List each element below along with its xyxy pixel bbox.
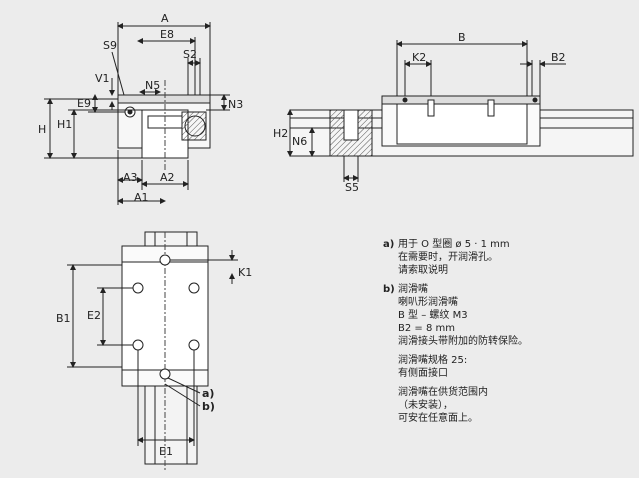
lube-hole <box>159 254 171 266</box>
note-line: B 型 – 螺纹 M3 <box>398 310 468 321</box>
callout-a: a) <box>202 387 214 400</box>
top-view-labels: K1 B1 E2 E1 a) b) <box>56 266 252 458</box>
label-B1: B1 <box>56 312 71 325</box>
hole <box>132 339 144 351</box>
note-extra-1: 润滑嘴规格 25: 有侧面接口 <box>398 354 633 380</box>
label-E8: E8 <box>160 28 174 41</box>
note-line: B2 = 8 mm <box>398 323 455 334</box>
note-a-key: a) <box>383 239 395 250</box>
label-N5: N5 <box>145 79 160 92</box>
note-line: 润滑嘴在供货范围内 <box>398 387 488 398</box>
label-B2: B2 <box>551 51 566 64</box>
label-H: H <box>38 123 46 136</box>
note-line: （未安装）， <box>398 400 453 411</box>
note-b-lines: 润滑嘴 喇叭形润滑嘴 B 型 – 螺纹 M3 B2 = 8 mm 润滑接头带附加… <box>398 283 528 348</box>
label-N6: N6 <box>292 135 307 148</box>
note-line: 可安在任意面上。 <box>398 413 478 424</box>
front-view-labels: A E8 S9 S2 V1 N5 E9 N3 H H1 A3 A2 A1 <box>38 12 243 204</box>
label-N3: N3 <box>228 98 243 111</box>
label-S9: S9 <box>103 39 117 52</box>
note-line: 喇叭形润滑嘴 <box>398 297 458 308</box>
label-B: B <box>458 31 466 44</box>
mounting-holes <box>132 254 200 380</box>
label-A1: A1 <box>134 191 149 204</box>
label-A2: A2 <box>160 171 175 184</box>
note-line: 润滑接头带附加的防转保险。 <box>398 336 528 347</box>
hole <box>188 282 200 294</box>
callout-b: b) <box>202 400 215 413</box>
side-view <box>287 40 634 182</box>
note-line: 请索取说明 <box>398 265 448 276</box>
label-E2: E2 <box>87 309 101 322</box>
label-V1: V1 <box>95 72 110 85</box>
note-line: 润滑嘴规格 25: <box>398 355 468 366</box>
label-H1: H1 <box>57 118 72 131</box>
note-a: a) 用于 O 型圈 ø 5 · 1 mm 在需要时，开润滑孔。 请索取说明 <box>383 238 633 277</box>
label-E9: E9 <box>77 97 91 110</box>
label-S2: S2 <box>183 48 197 61</box>
note-line: 有侧面接口 <box>398 368 448 379</box>
hole <box>132 282 144 294</box>
label-H2: H2 <box>273 127 288 140</box>
front-view <box>44 22 230 205</box>
note-line: 润滑嘴 <box>398 284 428 295</box>
hole <box>188 339 200 351</box>
side-view-labels: B K2 B2 H2 N6 S5 <box>273 31 566 194</box>
notes-panel: a) 用于 O 型圈 ø 5 · 1 mm 在需要时，开润滑孔。 请索取说明 b… <box>383 238 633 431</box>
note-a-lines: 用于 O 型圈 ø 5 · 1 mm 在需要时，开润滑孔。 请索取说明 <box>398 238 510 277</box>
label-S5: S5 <box>345 181 359 194</box>
label-K1: K1 <box>238 266 252 279</box>
note-line: 用于 O 型圈 ø 5 · 1 mm <box>398 239 510 250</box>
label-A3: A3 <box>123 171 138 184</box>
label-E1: E1 <box>159 445 173 458</box>
note-b-key: b) <box>383 284 395 295</box>
lube-hole <box>159 368 171 380</box>
note-line: 在需要时，开润滑孔。 <box>398 252 498 263</box>
label-A: A <box>161 12 169 25</box>
note-b: b) 润滑嘴 喇叭形润滑嘴 B 型 – 螺纹 M3 B2 = 8 mm 润滑接头… <box>383 283 633 348</box>
top-view <box>67 231 238 470</box>
note-extra-2: 润滑嘴在供货范围内 （未安装）， 可安在任意面上。 <box>398 386 633 425</box>
label-K2: K2 <box>412 51 426 64</box>
